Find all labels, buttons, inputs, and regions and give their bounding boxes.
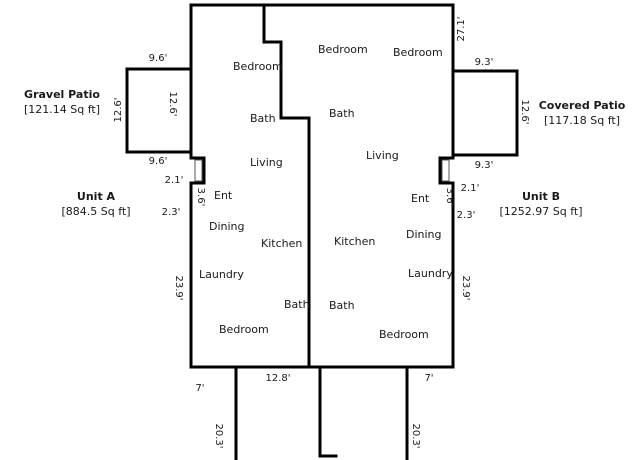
room-label: Dining (406, 228, 442, 241)
unit-b-rooms: Bedroom Bedroom Bath Living Ent Kitchen … (318, 43, 453, 341)
unit-b-door (441, 159, 450, 182)
dimension-label: 27.1' (456, 16, 467, 41)
lower-dimensions: 7' 7' 20.3' 20.3' (195, 373, 433, 449)
dimension-label: 9.6' (149, 156, 168, 167)
dimension-label: 12.6' (519, 99, 530, 124)
dimension-label: 9.6' (149, 53, 168, 64)
dimension-label: 23.9' (173, 275, 184, 300)
room-label: Ent (411, 192, 430, 205)
dimension-label: 7' (195, 383, 204, 394)
room-label: Bath (329, 107, 355, 120)
covered-patio-title: Covered Patio (539, 99, 626, 112)
covered-patio-dimensions: 9.3' 9.3' 12.6' (475, 57, 530, 171)
room-label: Dining (209, 220, 245, 233)
unit-b-dimensions: 27.1' 2.1' 3.6' 2.3' 23.9' (444, 16, 479, 300)
dimension-label: 9.3' (475, 57, 494, 68)
gravel-patio-area: [121.14 Sq ft] (24, 103, 100, 116)
room-label: Laundry (408, 267, 453, 280)
room-label: Kitchen (334, 235, 375, 248)
dimension-label: 2.3' (457, 210, 476, 221)
unit-a-rooms: Bedroom Bath Living Ent Dining Kitchen L… (199, 60, 310, 336)
dimension-label: 12.8' (265, 373, 290, 384)
unit-a-door (194, 159, 203, 182)
dimension-label: 2.3' (162, 207, 181, 218)
dimension-label: 9.3' (475, 160, 494, 171)
dimension-label: 3.6' (195, 188, 206, 207)
dimension-label: 2.1' (165, 175, 184, 186)
covered-patio-area: [117.18 Sq ft] (544, 114, 620, 127)
dimension-label: 12.6' (167, 91, 178, 116)
gravel-patio-title: Gravel Patio (24, 88, 100, 101)
room-label: Bath (329, 299, 355, 312)
dimension-label: 7' (424, 373, 433, 384)
room-label: Bedroom (318, 43, 368, 56)
gravel-patio-outline (125, 67, 193, 154)
dimension-label: 3.6' (444, 188, 455, 207)
room-label: Bedroom (393, 46, 443, 59)
gravel-patio-dimensions: 9.6' 9.6' 12.6' 12.6' (113, 53, 178, 167)
room-label: Bedroom (233, 60, 283, 73)
room-label: Bath (250, 112, 276, 125)
dimension-label: 12.6' (113, 97, 124, 122)
dimension-label: 2.1' (461, 183, 480, 194)
room-label: Living (250, 156, 283, 169)
unit-a-dimensions: 2.1' 3.6' 2.3' 23.9' 12.8' (162, 175, 291, 384)
unit-a-heading: Unit A [884.5 Sq ft] (61, 190, 130, 218)
unit-a-title: Unit A (77, 190, 116, 203)
room-label: Kitchen (261, 237, 302, 250)
room-label: Bedroom (379, 328, 429, 341)
room-label: Laundry (199, 268, 244, 281)
room-label: Bedroom (219, 323, 269, 336)
room-label: Bath (284, 298, 310, 311)
dimension-label: 20.3' (410, 423, 421, 448)
unit-b-area: [1252.97 Sq ft] (499, 205, 582, 218)
unit-a-area: [884.5 Sq ft] (61, 205, 130, 218)
unit-b-outline (262, 3, 455, 369)
unit-b-heading: Unit B [1252.97 Sq ft] (499, 190, 582, 218)
room-label: Ent (214, 189, 233, 202)
walls (125, 3, 519, 460)
unit-b-title: Unit B (522, 190, 560, 203)
room-label: Living (366, 149, 399, 162)
covered-patio-heading: Covered Patio [117.18 Sq ft] (539, 99, 626, 127)
covered-patio-outline (451, 69, 519, 157)
dimension-label: 20.3' (213, 423, 224, 448)
gravel-patio-heading: Gravel Patio [121.14 Sq ft] (24, 88, 100, 116)
dimension-label: 23.9' (460, 275, 471, 300)
